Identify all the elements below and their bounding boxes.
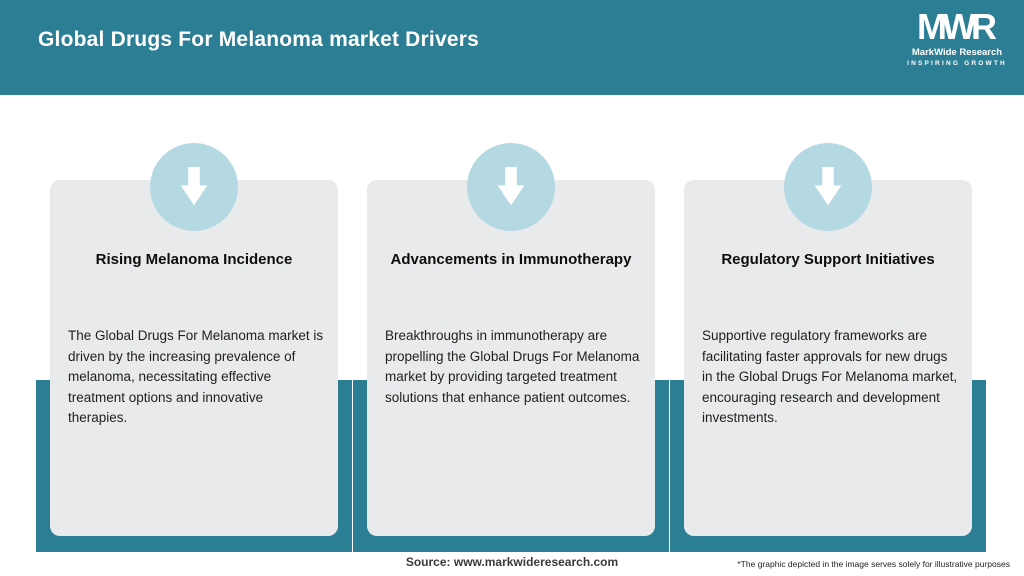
disclaimer-text: *The graphic depicted in the image serve… (737, 559, 1010, 569)
page-title: Global Drugs For Melanoma market Drivers (38, 28, 479, 51)
source-text: Source: www.markwideresearch.com (405, 555, 619, 569)
driver-card-3: Regulatory Support Initiatives Supportiv… (670, 143, 986, 563)
driver-card-2: Advancements in Immunotherapy Breakthrou… (353, 143, 669, 563)
down-arrow-icon (784, 143, 872, 231)
header-bar: Global Drugs For Melanoma market Drivers… (0, 0, 1024, 95)
logo-monogram: MWR (917, 6, 997, 47)
card-panel: Advancements in Immunotherapy Breakthrou… (367, 180, 655, 536)
card-body: Supportive regulatory frameworks are fac… (702, 328, 958, 426)
card-title: Regulatory Support Initiatives (721, 251, 935, 268)
markwide-logo: MWR MarkWide Research INSPIRING GROWTH (902, 8, 1012, 67)
down-arrow-icon (150, 143, 238, 231)
card-title: Rising Melanoma Incidence (95, 251, 293, 268)
card-body: Breakthroughs in immunotherapy are prope… (385, 328, 640, 405)
down-arrow-icon (467, 143, 555, 231)
card-body: The Global Drugs For Melanoma market is … (68, 328, 324, 426)
logo-tagline: INSPIRING GROWTH (907, 59, 1007, 67)
card-title: Advancements in Immunotherapy (390, 251, 632, 268)
card-panel: Rising Melanoma Incidence The Global Dru… (50, 180, 338, 536)
driver-card-1: Rising Melanoma Incidence The Global Dru… (36, 143, 352, 563)
card-panel: Regulatory Support Initiatives Supportiv… (684, 180, 972, 536)
logo-name: MarkWide Research (911, 46, 1003, 58)
